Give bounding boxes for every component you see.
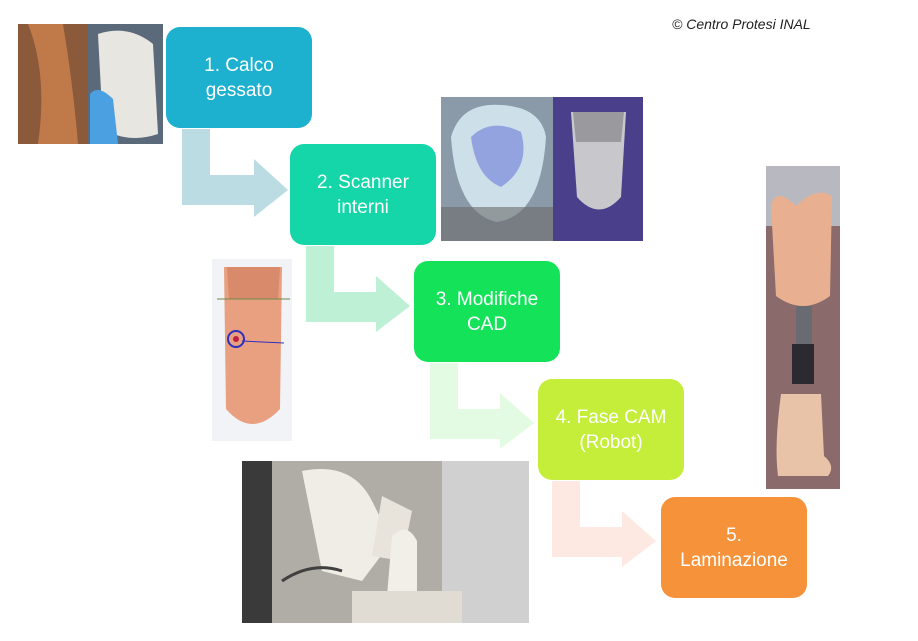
plaster-cast-photo xyxy=(18,24,163,144)
step-5-box: 5. Laminazione xyxy=(661,497,807,598)
step-4-line2: (Robot) xyxy=(579,431,643,453)
step-3-box: 3. Modifiche CAD xyxy=(414,261,560,362)
step-1-line2: gessato xyxy=(205,79,273,101)
arrow-step4-to-step5 xyxy=(552,481,656,567)
step-2-line1: 2. Scanner xyxy=(317,171,409,193)
finished-prosthesis-photo xyxy=(766,166,840,489)
step-4-box: 4. Fase CAM (Robot) xyxy=(538,379,684,480)
step-3-line2: CAD xyxy=(466,313,508,335)
step-1-line1: 1. Calco xyxy=(204,54,274,76)
step-5-line2: Laminazione xyxy=(680,549,788,571)
arrow-step1-to-step2 xyxy=(182,129,288,217)
3d-scan-photo xyxy=(441,97,643,241)
step-1-box: 1. Calco gessato xyxy=(166,27,312,128)
arrow-step3-to-step4 xyxy=(430,363,534,449)
step-2-line2: interni xyxy=(337,196,389,218)
step-4-line1: 4. Fase CAM xyxy=(555,406,667,428)
arrow-step2-to-step3 xyxy=(306,246,410,332)
copyright-text: © Centro Protesi INAL xyxy=(672,16,811,32)
step-3-line1: 3. Modifiche xyxy=(435,288,539,310)
step-2-box: 2. Scanner interni xyxy=(290,144,436,245)
step-5-line1: 5. xyxy=(726,524,742,546)
robot-milling-photo xyxy=(242,461,529,623)
cad-model-render xyxy=(212,259,292,441)
